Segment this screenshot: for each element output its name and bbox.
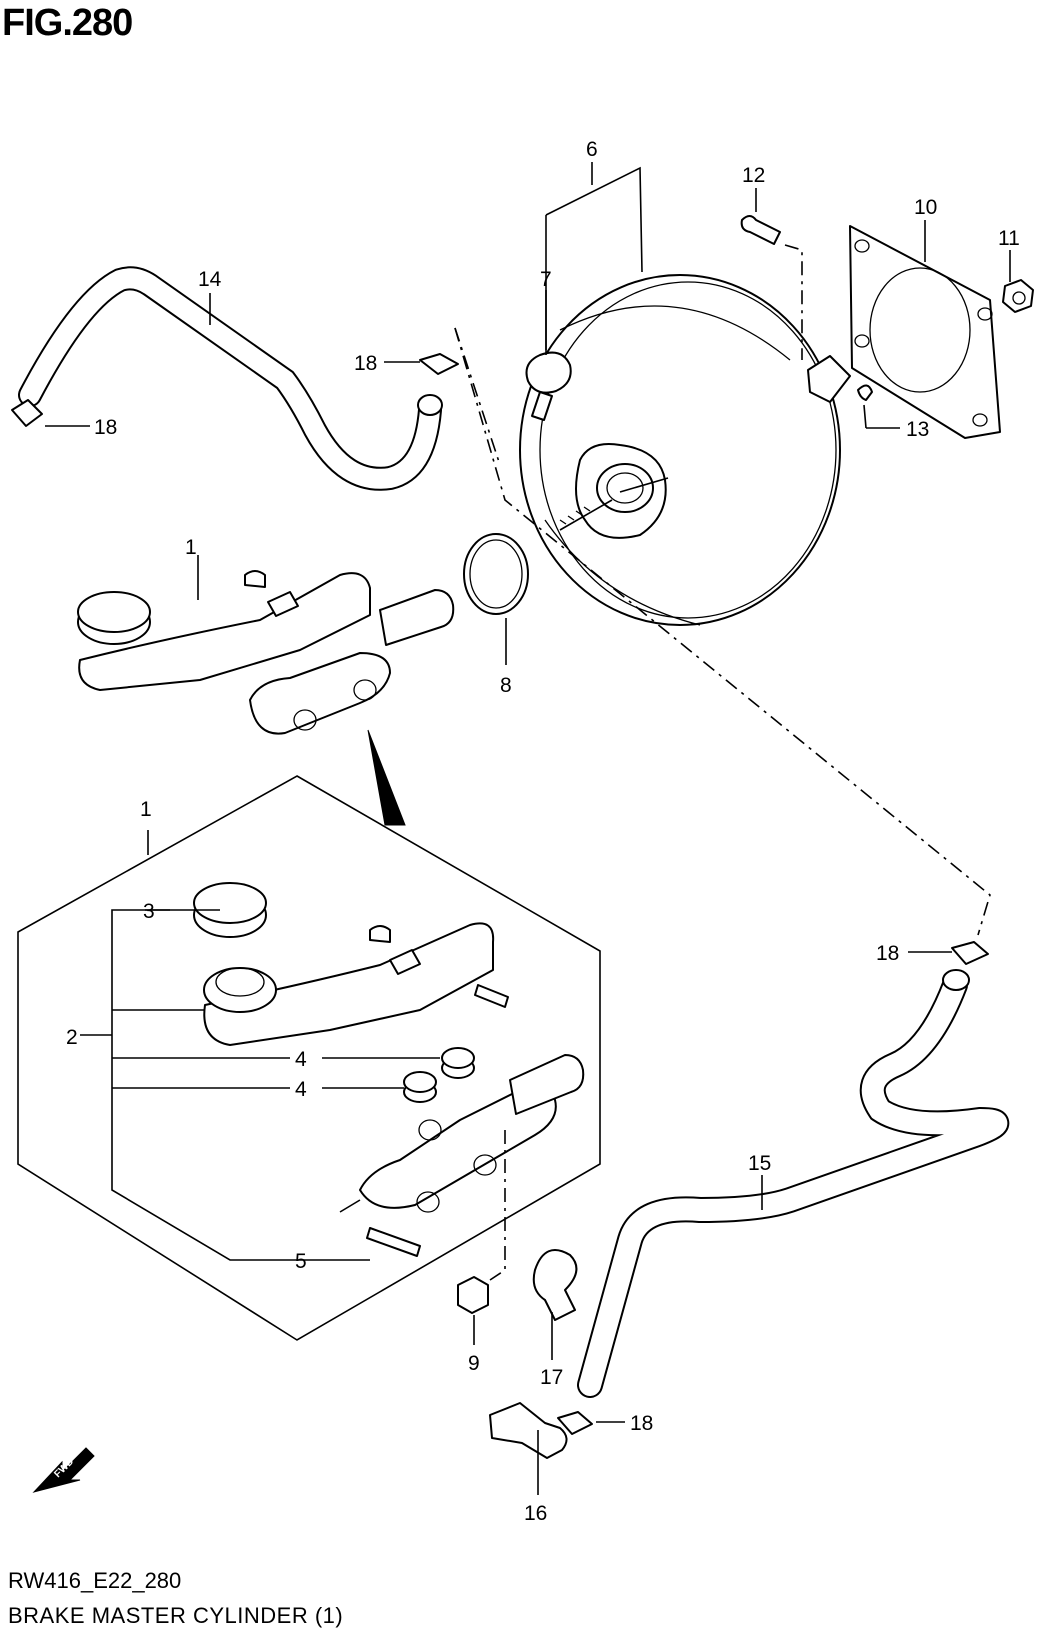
fwd-arrow: FWD (32, 1447, 95, 1493)
callout-4-lower: 4 (295, 1078, 307, 1101)
callout-17: 17 (540, 1366, 563, 1389)
callout-16: 16 (524, 1502, 547, 1525)
hose-clamp-left[interactable] (11, 399, 43, 427)
grommet-upper[interactable] (441, 1047, 475, 1079)
callout-1: 1 (185, 536, 197, 559)
brake-booster[interactable] (519, 274, 841, 626)
callout-1-detail: 1 (140, 798, 152, 821)
callout-3: 3 (143, 900, 155, 923)
callout-2: 2 (66, 1026, 78, 1049)
callout-labels: 1 1 2 3 4 4 5 6 7 8 9 10 11 12 13 14 15 … (66, 138, 1020, 1525)
figure-name: BRAKE MASTER CYLINDER (1) (8, 1603, 344, 1628)
clevis-reference-line (784, 244, 803, 360)
callout-18-upper: 18 (354, 352, 377, 375)
callout-11: 11 (998, 227, 1020, 250)
cylinder-nut[interactable] (457, 1276, 489, 1314)
callout-15: 15 (748, 1152, 771, 1175)
callout-5: 5 (295, 1250, 307, 1273)
callout-18-bottom: 18 (630, 1412, 653, 1435)
hose-clamp-bottom[interactable] (557, 1411, 593, 1435)
vacuum-hose-lower[interactable] (577, 969, 1010, 1398)
hose-connector[interactable] (489, 1402, 568, 1459)
reservoir-cap[interactable] (193, 882, 267, 938)
hose-clip[interactable] (532, 1249, 578, 1321)
callout-14: 14 (198, 268, 222, 291)
check-valve[interactable] (525, 351, 572, 421)
grommet-lower[interactable] (403, 1071, 437, 1103)
hose-clamp-upper[interactable] (419, 353, 459, 375)
leader-lines (45, 162, 1011, 1495)
callout-4-upper: 4 (295, 1048, 307, 1071)
detail-arrow (367, 729, 406, 826)
master-cylinder-assembly[interactable] (77, 570, 455, 735)
clevis-pin[interactable] (740, 215, 781, 245)
clevis-clip[interactable] (857, 384, 873, 401)
vacuum-hose-upper[interactable] (18, 266, 443, 491)
cylinder-pin[interactable] (366, 1227, 421, 1257)
callout-7: 7 (540, 268, 552, 291)
hose-clamp-right[interactable] (951, 941, 989, 965)
reference-line-upper (454, 327, 501, 466)
reservoir[interactable] (203, 922, 509, 1046)
booster-gasket[interactable] (849, 225, 1001, 439)
reference-line (454, 327, 991, 936)
callout-18-left: 18 (94, 416, 117, 439)
callout-8: 8 (500, 674, 512, 697)
clevis-bracket[interactable] (807, 355, 851, 403)
callout-12: 12 (742, 164, 765, 187)
callout-13: 13 (906, 418, 929, 441)
callout-9: 9 (468, 1352, 480, 1375)
nut-reference-line (489, 1130, 506, 1281)
callout-10: 10 (914, 196, 937, 219)
booster-nut[interactable] (1002, 279, 1034, 313)
o-ring[interactable] (463, 533, 529, 615)
callout-18-right: 18 (876, 942, 899, 965)
exploded-view-frame (17, 775, 601, 1341)
figure-code: RW416_E22_280 (8, 1568, 182, 1593)
callout-6: 6 (586, 138, 598, 161)
cylinder-body[interactable] (359, 1054, 585, 1213)
figure-title: FIG.280 (2, 2, 133, 44)
